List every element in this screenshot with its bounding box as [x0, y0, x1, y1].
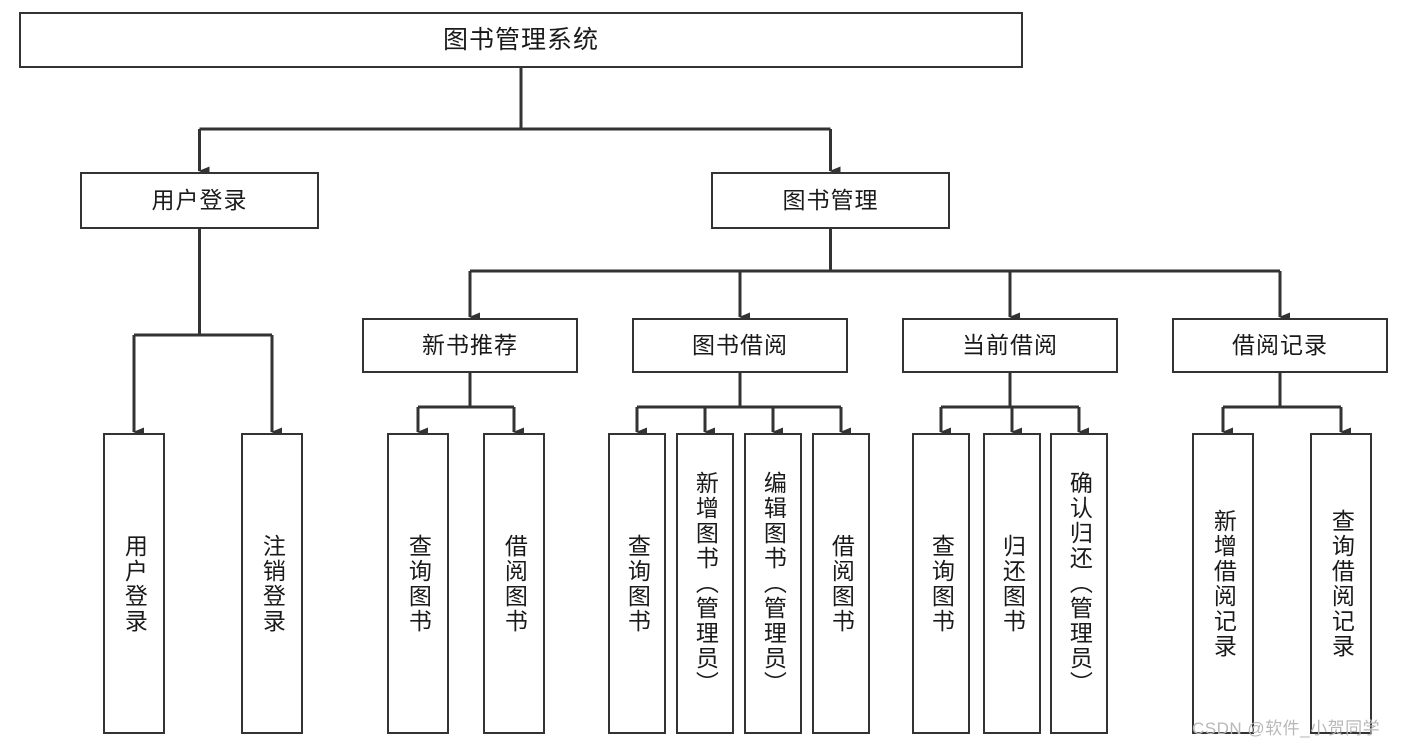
- node-box-l3-d3[interactable]: 确认归还（管理员）: [1050, 433, 1108, 734]
- node-box-l3-d2[interactable]: 归还图书: [983, 433, 1041, 734]
- node-box-l3-c4[interactable]: 借阅图书: [812, 433, 870, 734]
- watermark-text: CSDN @软件_小贺同学: [1192, 719, 1381, 738]
- node-box-l3-c1[interactable]: 查询图书: [608, 433, 666, 734]
- node-label-l1-login: 用户登录: [151, 186, 248, 213]
- node-label-l3-d2: 归还图书: [999, 533, 1026, 634]
- edges: [132, 68, 1351, 437]
- node-box-l3-b1[interactable]: 查询图书: [387, 433, 449, 734]
- node-box-l3-e2[interactable]: 查询借阅记录: [1310, 433, 1372, 734]
- node-box-l3-c3[interactable]: 编辑图书（管理员）: [744, 433, 802, 734]
- node-label-l3-d3: 确认归还（管理员）: [1066, 471, 1093, 696]
- node-box-l3-a1[interactable]: 用户登录: [103, 433, 165, 734]
- node-box-l3-a2[interactable]: 注销登录: [241, 433, 303, 734]
- node-label-l3-a1: 用户登录: [121, 533, 148, 634]
- node-label-l3-b1: 查询图书: [405, 533, 432, 634]
- node-box-l3-c2[interactable]: 新增图书（管理员）: [676, 433, 734, 734]
- node-label-l3-e1: 新增借阅记录: [1210, 508, 1237, 659]
- node-label-l3-d1: 查询图书: [928, 533, 955, 634]
- node-box-l2-borrow[interactable]: 图书借阅: [632, 318, 848, 373]
- node-label-l2-record: 借阅记录: [1232, 331, 1328, 358]
- node-box-l1-books[interactable]: 图书管理: [711, 172, 950, 229]
- node-label-l2-borrow: 图书借阅: [692, 331, 788, 358]
- node-box-l3-e1[interactable]: 新增借阅记录: [1192, 433, 1254, 734]
- node-label-l3-a2: 注销登录: [259, 533, 286, 634]
- node-box-l2-new[interactable]: 新书推荐: [362, 318, 578, 373]
- node-label-l3-c1: 查询图书: [624, 533, 651, 634]
- node-box-root[interactable]: 图书管理系统: [19, 12, 1023, 68]
- node-label-root: 图书管理系统: [442, 26, 599, 54]
- node-label-l3-c2: 新增图书（管理员）: [692, 471, 719, 696]
- node-label-l2-new: 新书推荐: [422, 331, 518, 358]
- node-box-l2-record[interactable]: 借阅记录: [1172, 318, 1388, 373]
- node-label-l3-c4: 借阅图书: [828, 533, 855, 634]
- node-box-l3-b2[interactable]: 借阅图书: [483, 433, 545, 734]
- node-label-l3-b2: 借阅图书: [501, 533, 528, 634]
- node-label-l3-e2: 查询借阅记录: [1328, 508, 1355, 659]
- node-box-l1-login[interactable]: 用户登录: [80, 172, 319, 229]
- node-label-l2-current: 当前借阅: [962, 331, 1058, 358]
- node-label-l1-books: 图书管理: [782, 186, 879, 213]
- node-label-l3-c3: 编辑图书（管理员）: [760, 471, 787, 696]
- node-box-l3-d1[interactable]: 查询图书: [912, 433, 970, 734]
- node-box-l2-current[interactable]: 当前借阅: [902, 318, 1118, 373]
